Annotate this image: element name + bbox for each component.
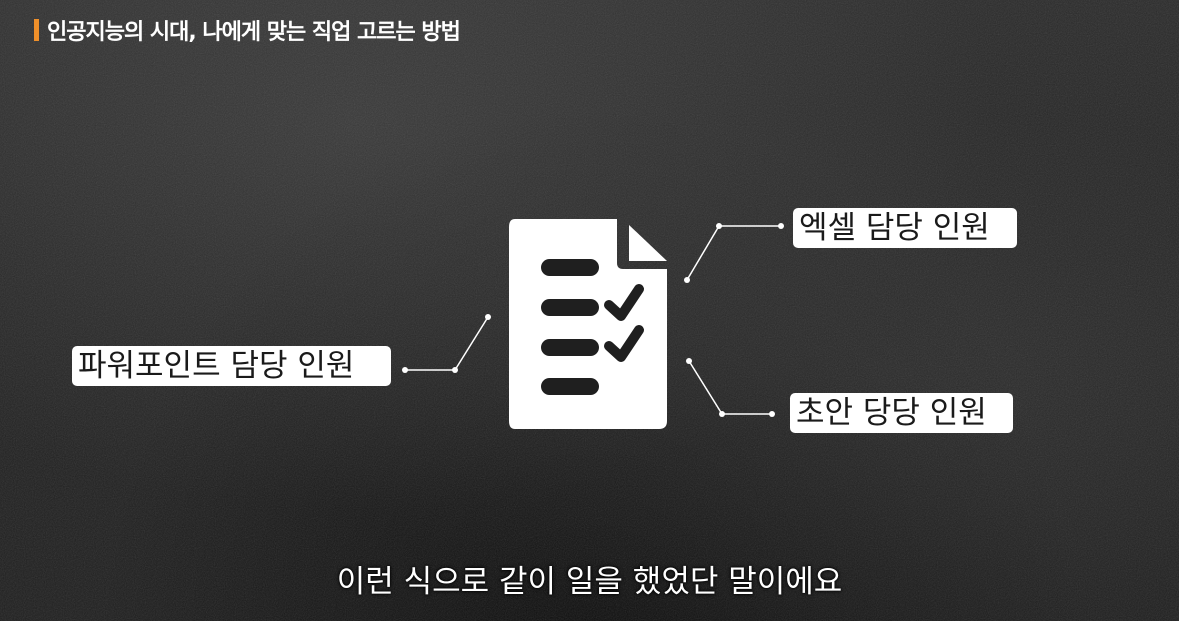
header-accent-bar: [34, 19, 39, 41]
connector-dot: [778, 223, 784, 229]
checklist-document-icon: [509, 219, 667, 429]
connector-draft: [688, 360, 772, 415]
connector-dot: [402, 367, 408, 373]
powerpoint-staff-label: 파워포인트 담당 인원: [72, 346, 391, 386]
subtitle-caption: 이런 식으로 같이 일을 했었단 말이에요: [336, 564, 843, 600]
header: 인공지능의 시대, 나에게 맞는 직업 고르는 방법: [34, 14, 461, 46]
connector-dot: [452, 367, 458, 373]
connector-powerpoint: [405, 316, 489, 371]
connector-dot: [716, 223, 722, 229]
connector-excel: [686, 225, 781, 281]
page-title: 인공지능의 시대, 나에게 맞는 직업 고르는 방법: [47, 20, 461, 45]
connector-dot: [485, 314, 491, 320]
draft-staff-label: 초안 당당 인원: [790, 393, 1013, 433]
excel-staff-label: 엑셀 담당 인원: [793, 208, 1017, 248]
connector-dot: [769, 411, 775, 417]
connector-dot: [686, 358, 692, 364]
connector-dot: [719, 411, 725, 417]
connector-dot: [684, 277, 690, 283]
